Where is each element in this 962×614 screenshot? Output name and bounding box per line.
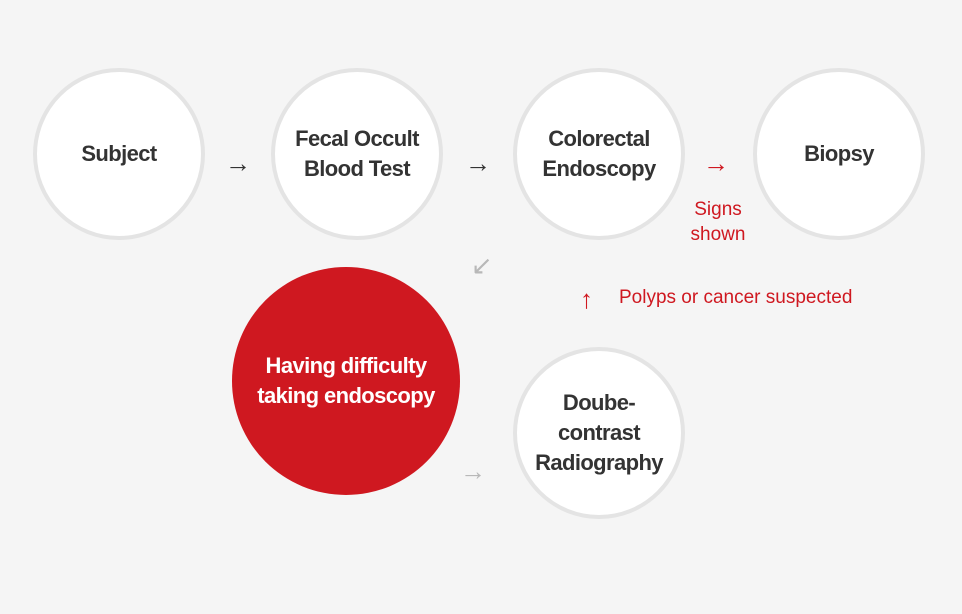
node-subject: Subject — [33, 68, 205, 240]
node-difficulty-endoscopy: Having difficulty taking endoscopy — [232, 267, 460, 495]
arrow-right-icon: → — [225, 148, 251, 178]
node-biopsy: Biopsy — [753, 68, 925, 240]
note-polyps-or-cancer-suspected: Polyps or cancer suspected — [619, 287, 853, 308]
arrow-up-icon: ↑ — [580, 284, 593, 314]
node-fecal-occult-blood-test: Fecal Occult Blood Test — [271, 68, 443, 240]
node-fecal-occult-blood-test-label: Fecal Occult Blood Test — [295, 126, 419, 181]
node-subject-label: Subject — [81, 141, 157, 166]
node-colorectal-endoscopy: Colorectal Endoscopy — [513, 68, 685, 240]
arrow-right-icon: → — [703, 148, 729, 178]
arrow-down-left-icon: ↙ — [471, 250, 493, 280]
node-double-contrast-radiography: Doube- contrast Radiography — [513, 347, 685, 519]
arrow-right-icon: → — [465, 148, 491, 178]
node-difficulty-endoscopy-label: Having difficulty taking endoscopy — [257, 353, 435, 408]
arrow-right-icon: → — [460, 456, 486, 486]
node-biopsy-label: Biopsy — [804, 141, 874, 166]
node-colorectal-endoscopy-label: Colorectal Endoscopy — [542, 126, 656, 181]
node-double-contrast-radiography-label: Doube- contrast Radiography — [535, 390, 663, 475]
note-signs-shown: Signs shown — [690, 199, 746, 245]
